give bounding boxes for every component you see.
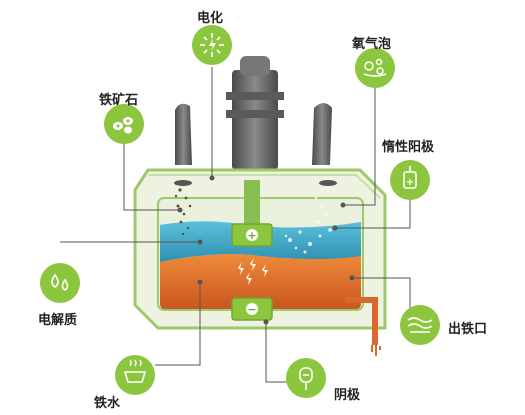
anode-plug-icon: +: [390, 160, 430, 200]
gas-vent-hole: [319, 180, 337, 186]
label-inert-anode: 惰性阳极: [382, 140, 435, 155]
label-iron-ore: 铁矿石: [99, 93, 139, 108]
leader-lines: [60, 67, 411, 383]
electrode-pillars: [175, 56, 332, 170]
iron-flow-icon: [400, 305, 440, 345]
svg-text:+: +: [406, 177, 414, 188]
center-pillar: [232, 70, 278, 170]
cathode-plug-icon: [286, 358, 326, 398]
leader-tap-hole: [352, 277, 411, 310]
label-tap-hole: 出铁口: [448, 322, 488, 337]
label-electrification: 电化: [197, 11, 224, 26]
electric-sparks: [238, 258, 268, 285]
molten-pot-icon: [115, 355, 155, 395]
anode-rod: [244, 180, 260, 228]
anode-symbol: +: [247, 229, 256, 242]
leader-iron-ore: [123, 138, 180, 211]
center-pillar-ring-2: [226, 110, 284, 118]
cathode-symbol: −: [247, 303, 256, 316]
electrolyte-drops-icon: [40, 263, 80, 303]
leader-oxygen-bubbles: [343, 78, 376, 206]
label-cathode: 阴极: [334, 388, 361, 403]
ore-feed-hole: [174, 180, 192, 186]
label-oxygen-bubbles: 氧气泡: [352, 37, 392, 52]
oxygen-bubble-cluster: [284, 196, 332, 254]
cathode-symbol-circle: [246, 303, 258, 315]
electrolysis-cell: + −: [133, 168, 387, 356]
center-pillar-ring-1: [226, 92, 284, 100]
leader-inert-anode: [335, 193, 411, 229]
right-pillar: [312, 103, 332, 165]
anode-symbol-circle: [246, 229, 258, 241]
tap-pipe: [345, 297, 378, 345]
label-molten-iron: 铁水: [94, 396, 121, 411]
tap-drip: [371, 345, 381, 356]
iron-ore-particles: [174, 188, 192, 236]
label-electrolyte: 电解质: [38, 313, 78, 328]
leader-molten-iron: [155, 282, 201, 366]
left-pillar: [175, 103, 192, 165]
leader-cathode: [265, 322, 290, 383]
ore-rocks-icon: [104, 104, 144, 144]
bubbles-icon: [355, 48, 395, 88]
center-pillar-cap: [240, 56, 270, 76]
molten-iron-layer: [160, 254, 361, 309]
electrification-icon: [192, 25, 232, 65]
